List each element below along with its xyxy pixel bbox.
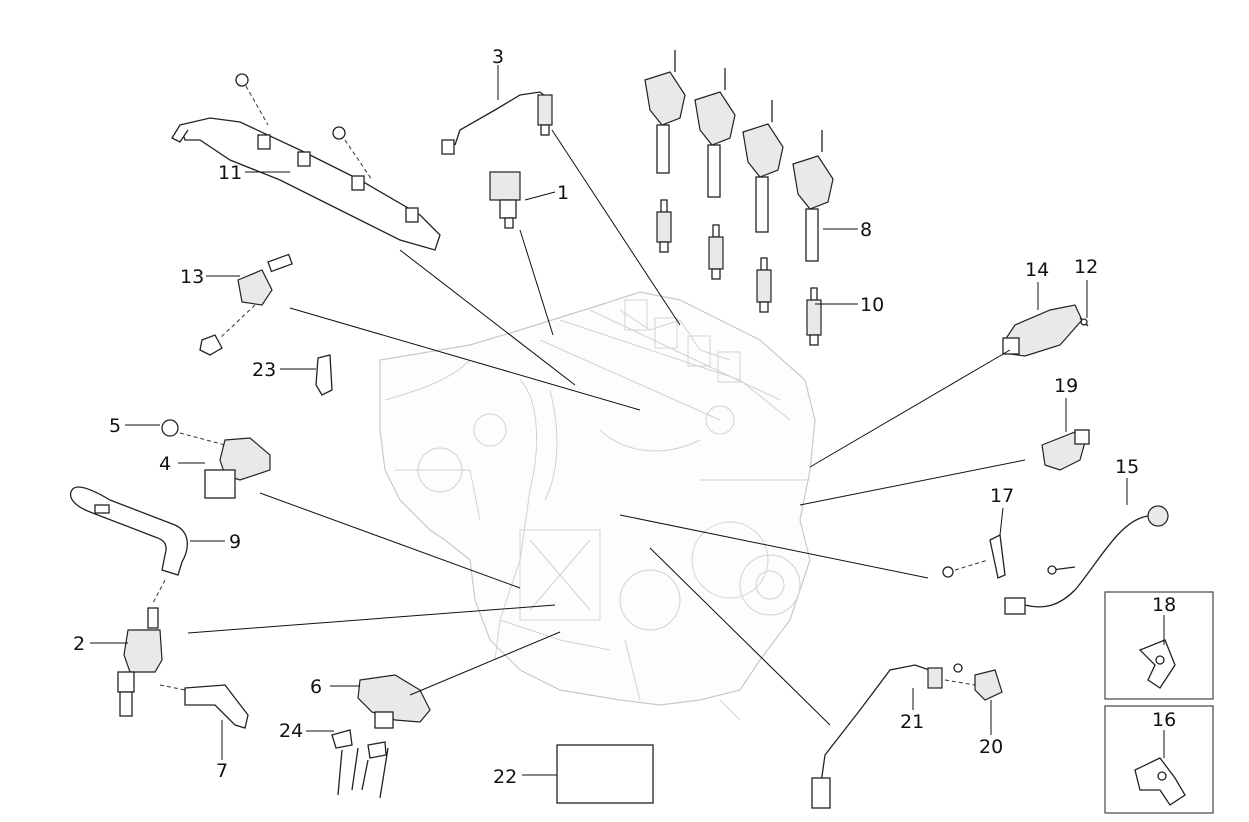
callout-5: 5 (109, 415, 121, 437)
vvt-solenoid (1002, 304, 1089, 357)
callout-22: 22 (493, 766, 517, 788)
callout-10: 10 (860, 294, 884, 316)
callout-6: 6 (310, 676, 322, 698)
callout-15: 15 (1115, 456, 1139, 478)
camshaft-position-sensor (199, 253, 293, 356)
callout-4: 4 (159, 453, 171, 475)
callout-12: 12 (1074, 256, 1098, 278)
fuel-rail (171, 73, 441, 251)
engine-block-ghost (379, 291, 816, 721)
oil-pressure-switch (1041, 429, 1090, 471)
spark-plugs (656, 199, 822, 346)
bracket-7 (159, 684, 249, 729)
callout-24: 24 (279, 720, 303, 742)
crank-sensor-harness (811, 663, 1003, 809)
callout-11: 11 (218, 162, 242, 184)
map-sensor (161, 419, 271, 499)
bracket-17 (942, 534, 1006, 579)
callout-3: 3 (492, 46, 504, 68)
callout-21: 21 (900, 711, 924, 733)
callout-9: 9 (229, 531, 241, 553)
callout-8: 8 (860, 219, 872, 241)
bracket-23 (315, 354, 333, 396)
callout-13: 13 (180, 266, 204, 288)
callout-19: 19 (1054, 375, 1078, 397)
inset-18 (1104, 591, 1214, 700)
leader-lines (90, 65, 1165, 776)
callout-numbers: 1 2 3 4 5 6 7 8 9 10 11 12 13 14 15 16 1… (73, 46, 1176, 788)
callout-18: 18 (1152, 594, 1176, 616)
coolant-temperature-sensor (489, 171, 521, 229)
ignition-coils (644, 50, 834, 262)
inset-16 (1104, 705, 1214, 814)
callout-7: 7 (216, 760, 228, 782)
oxygen-sensor (441, 91, 553, 155)
callout-23: 23 (252, 359, 276, 381)
callout-16: 16 (1152, 709, 1176, 731)
callout-1: 1 (557, 182, 569, 204)
callout-20: 20 (979, 736, 1003, 758)
callout-17: 17 (990, 485, 1014, 507)
knock-sensor (1004, 505, 1169, 615)
vacuum-hose (69, 486, 188, 576)
part-22-box (556, 744, 654, 804)
throttle-actuator (331, 674, 431, 799)
callout-14: 14 (1025, 259, 1049, 281)
callout-2: 2 (73, 633, 85, 655)
purge-valve (117, 579, 166, 717)
